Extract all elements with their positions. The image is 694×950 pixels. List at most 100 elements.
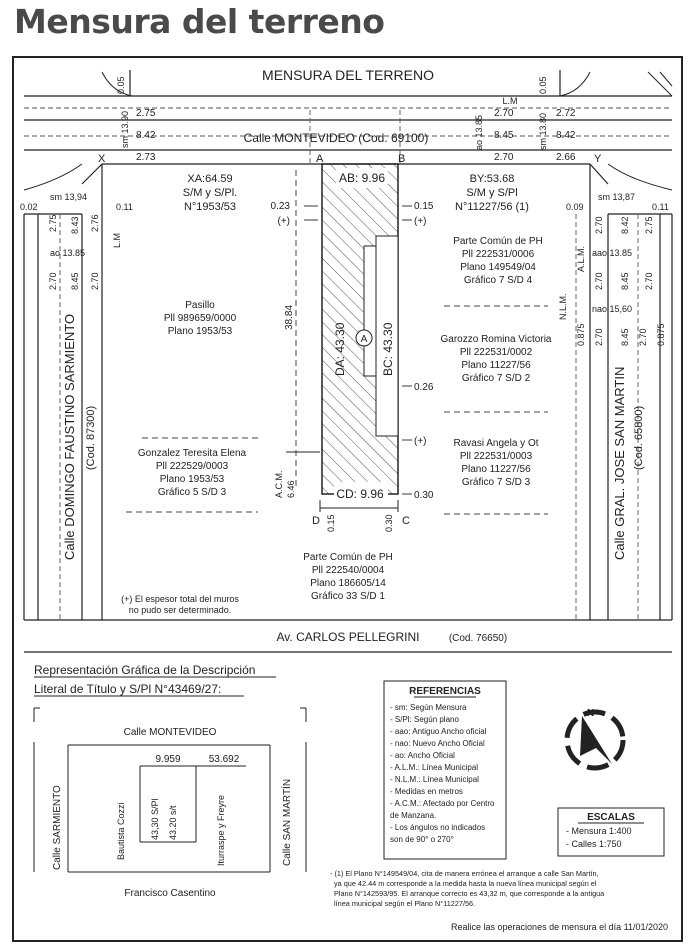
- ref-item-9: - A.C.M.: Afectado por Centro: [390, 799, 495, 808]
- footnote-1: - (1) El Plano N°149549/04, cita de mane…: [330, 869, 599, 878]
- comun-top-line-1: Parte Común de PH: [453, 236, 543, 247]
- lot-da: DA: 43.30: [333, 322, 347, 376]
- lot: [319, 163, 399, 512]
- dim-275-l: 2.75: [48, 214, 58, 232]
- sketch-sarmiento: Calle SARMIENTO: [52, 785, 63, 870]
- nlm-label: N.L.M.: [558, 293, 568, 320]
- dim-270-l1: 2.70: [48, 272, 58, 290]
- corner-d: D: [312, 515, 320, 527]
- sketch-iturraspe: Iturraspe y Freyre: [216, 795, 226, 866]
- dim-aao-1385: aao 13.85: [592, 248, 632, 258]
- footnote-3: Plano N°142593/95. El arranque correcto …: [334, 889, 605, 898]
- corner-arcs: [23, 71, 673, 191]
- dim-ao-1385: ao 13.85: [474, 115, 484, 150]
- dim-nao-1560: nao 15,60: [592, 304, 632, 314]
- dim-015: 0.15: [414, 201, 434, 212]
- referencias-box: [383, 680, 507, 860]
- dim-270-r3: 2.70: [644, 272, 654, 290]
- by-line-2: S/M y S/Pl: [466, 187, 517, 199]
- ravasi-line-1: Ravasi Angela y Ot: [453, 438, 538, 449]
- pasillo-line-1: Pasillo: [185, 300, 215, 311]
- dim-sm-1387: sm 13,87: [598, 192, 635, 202]
- lm-left: L.M: [112, 233, 122, 248]
- escala-calles: - Calles 1:750: [566, 839, 622, 849]
- dim-0875-a: 0.875: [576, 323, 586, 346]
- dim-270-r2: 2.70: [594, 272, 604, 290]
- inner-guides: [126, 170, 548, 515]
- dim-270-a: 2.70: [494, 108, 514, 119]
- dim-842: 8.42: [136, 130, 156, 141]
- dim-845: 8.45: [494, 130, 514, 141]
- dim-845-l: 8.45: [70, 272, 80, 290]
- plus-right-2: (+): [414, 436, 427, 447]
- pasillo-line-3: Plano 1953/53: [168, 326, 233, 337]
- street-pellegrini: Av. CARLOS PELLEGRINI: [277, 630, 420, 644]
- rep-title-1: Representación Gráfica de la Descripción: [34, 663, 255, 677]
- corner-b: B: [398, 153, 405, 165]
- garozzo-line-4: Gráfico 7 S/D 2: [462, 373, 531, 384]
- xa-line-1: XA:64.59: [187, 173, 232, 185]
- comun-top-line-4: Gráfico 7 S/D 4: [464, 275, 533, 286]
- dim-845-r: 8.45: [620, 272, 630, 290]
- lot-cd: CD: 9.96: [336, 487, 384, 501]
- corner-a: A: [316, 153, 324, 165]
- comun-bottom-line-4: Gráfico 33 S/D 1: [311, 591, 385, 602]
- note-muros-2: no pudo ser determinado.: [129, 605, 232, 615]
- street-montevideo: Calle MONTEVIDEO (Cod. 69100): [244, 131, 429, 145]
- dim-005-b: 0.05: [538, 76, 548, 94]
- street-sarmiento-cod: (Cod. 87300): [85, 406, 97, 470]
- sketch-len1: 43,30 S/Pl: [150, 798, 160, 840]
- dashed-lines: [24, 107, 672, 620]
- street-san-martin: Calle GRAL. JOSE SAN MARTIN: [612, 367, 627, 560]
- corner-x: X: [98, 153, 106, 165]
- dim-270-l2: 2.70: [90, 272, 100, 290]
- escalas-title: ESCALAS: [587, 812, 635, 823]
- dim-646: 6.46: [286, 480, 296, 498]
- dim-842-r: 8.42: [556, 130, 576, 141]
- dim-276: 2.76: [90, 214, 100, 232]
- dim-026: 0.26: [414, 382, 434, 393]
- dim-009: 0.09: [566, 202, 584, 212]
- dim-0875-b: 0.875: [656, 323, 666, 346]
- street-pellegrini-cod: (Cod. 76650): [449, 633, 507, 644]
- comun-top-line-3: Plano 149549/04: [460, 262, 536, 273]
- comun-bottom-line-3: Plano 186605/14: [310, 578, 386, 589]
- comun-bottom-line-1: Parte Común de PH: [303, 552, 393, 563]
- page-heading: Mensura del terreno: [14, 2, 385, 41]
- ref-item-1: - sm: Según Mensura: [390, 703, 467, 712]
- ref-item-8: - Medidas en metros: [390, 787, 463, 796]
- lower-section: Representación Gráfica de la Descripción…: [33, 663, 668, 932]
- dim-272: 2.72: [556, 108, 576, 119]
- corner-c: C: [402, 515, 410, 527]
- ref-item-5: - ao: Ancho Oficial: [390, 751, 455, 760]
- comun-top-line-2: Pll 222531/0006: [462, 249, 535, 260]
- sketch-bautista: Bautista Cozzi: [116, 802, 126, 860]
- sketch-len2: 43.20 s/t: [168, 805, 178, 840]
- gonzalez-line-2: Pll 222529/0003: [156, 461, 229, 472]
- dim-sm-1390: sm 13.90: [120, 111, 130, 148]
- dim-266: 2.66: [556, 152, 576, 163]
- dim-030: 0.30: [414, 490, 434, 501]
- ref-item-10: de Manzana.: [390, 811, 436, 820]
- footnote-4: línea municipal según el Plano N°11227/5…: [334, 899, 475, 908]
- ref-item-12: son de 90° o 270°: [390, 835, 454, 844]
- dim-023: 0.23: [271, 201, 291, 212]
- sketch-montevideo: Calle MONTEVIDEO: [124, 727, 217, 738]
- dim-845-r2: 8.45: [620, 328, 630, 346]
- acm-label: A.C.M.: [274, 470, 284, 498]
- ref-item-4: - nao: Nuevo Ancho Oficial: [390, 739, 485, 748]
- street-sarmiento: Calle DOMINGO FAUSTINO SARMIENTO: [62, 314, 77, 560]
- escalas-box: [557, 807, 665, 857]
- gonzalez-line-3: Plano 1953/53: [160, 474, 225, 485]
- rep-title-2: Literal de Título y S/Pl N°43469/27:: [34, 682, 221, 696]
- ref-item-7: - N.L.M.: Línea Municipal: [390, 775, 479, 784]
- garozzo-line-1: Garozzo Romina Victoria: [441, 334, 552, 345]
- dim-270-r1: 2.70: [594, 216, 604, 234]
- dim-275: 2.75: [136, 108, 156, 119]
- sketch-san-martin: Calle SAN MARTÍN: [280, 779, 293, 866]
- xa-line-3: N°1953/53: [184, 201, 236, 213]
- ravasi-line-3: Plano 11227/56: [461, 464, 531, 475]
- ref-item-6: - A.L.M.: Línea Municipal: [390, 763, 478, 772]
- lot-ab: AB: 9.96: [339, 171, 385, 185]
